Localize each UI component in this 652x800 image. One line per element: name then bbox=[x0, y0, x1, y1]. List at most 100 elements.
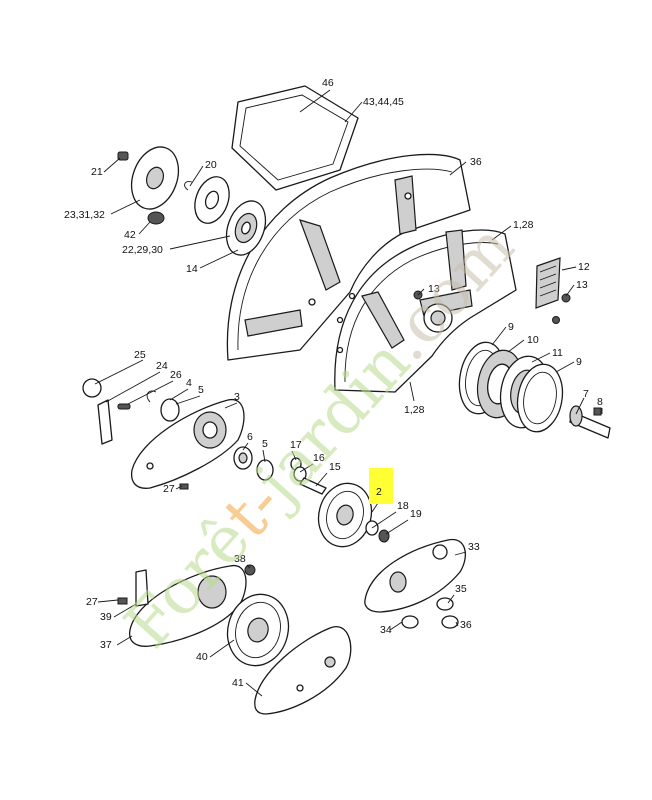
leader-line bbox=[116, 635, 133, 646]
leader-line bbox=[199, 249, 239, 269]
leader-line bbox=[344, 101, 363, 123]
leader-line bbox=[299, 89, 331, 113]
callout-38: 38 bbox=[234, 553, 246, 565]
leader-line bbox=[97, 599, 119, 603]
leader-line bbox=[417, 288, 425, 296]
leader-line bbox=[175, 395, 201, 405]
blade-guard-rear bbox=[226, 153, 471, 361]
callout-5-mid: 5 bbox=[262, 438, 268, 450]
callout-39: 39 bbox=[100, 611, 112, 623]
window-panel bbox=[231, 85, 359, 191]
leader-line bbox=[385, 519, 409, 535]
blade-guard-front bbox=[334, 229, 517, 393]
leader-line bbox=[455, 621, 459, 627]
callout-21: 21 bbox=[91, 166, 103, 178]
callout-7: 7 bbox=[583, 388, 589, 400]
leader-line bbox=[371, 511, 397, 529]
leader-line bbox=[531, 352, 551, 363]
callout-12: 12 bbox=[578, 261, 590, 273]
callout-36-bottom: 36 bbox=[460, 619, 472, 631]
leader-line bbox=[169, 388, 189, 401]
callout-6: 6 bbox=[247, 431, 253, 443]
leader-line bbox=[409, 381, 415, 402]
leader-line bbox=[389, 621, 403, 631]
leader-line bbox=[565, 284, 575, 297]
callout-27-top: 27 bbox=[163, 483, 175, 495]
callout-13-left: 13 bbox=[428, 283, 440, 295]
callout-13-right: 13 bbox=[576, 279, 588, 291]
belt-cover-right bbox=[364, 538, 466, 629]
support-arm bbox=[82, 378, 245, 490]
callout-36: 36 bbox=[470, 156, 482, 168]
leader-line bbox=[575, 397, 585, 415]
leader-line bbox=[449, 161, 467, 176]
callout-33: 33 bbox=[468, 541, 480, 553]
callout-35: 35 bbox=[455, 583, 467, 595]
shaft-assembly bbox=[233, 446, 327, 495]
callout-10: 10 bbox=[527, 334, 539, 346]
leader-line bbox=[561, 266, 577, 271]
callout-42: 42 bbox=[124, 229, 136, 241]
callout-22-29-30: 22,29,30 bbox=[122, 244, 163, 256]
leader-line bbox=[454, 551, 467, 556]
leader-line bbox=[189, 165, 204, 187]
leader-line bbox=[246, 564, 251, 569]
callout-14: 14 bbox=[186, 263, 198, 275]
pulley-part-40 bbox=[226, 593, 290, 667]
leader-line bbox=[94, 359, 144, 385]
leader-line bbox=[110, 199, 141, 215]
leader-line bbox=[299, 463, 314, 473]
leader-line bbox=[555, 361, 575, 373]
callout-41: 41 bbox=[232, 677, 244, 689]
callout-leader-lines bbox=[94, 89, 603, 697]
leader-line bbox=[491, 225, 512, 241]
leader-line bbox=[169, 235, 231, 250]
bearing-set-right bbox=[458, 341, 611, 439]
leader-line bbox=[262, 449, 266, 463]
callout-46: 46 bbox=[322, 77, 334, 89]
leader-line bbox=[113, 603, 137, 618]
leader-line bbox=[105, 371, 161, 403]
leader-line bbox=[447, 594, 455, 604]
callout-40: 40 bbox=[196, 651, 208, 663]
callout-27-bottom: 27 bbox=[86, 596, 98, 608]
leader-line bbox=[507, 339, 525, 353]
leader-line bbox=[291, 450, 297, 461]
highlighted-part-marker bbox=[369, 468, 393, 504]
belt-cover-lower bbox=[254, 626, 352, 715]
callout-9-top: 9 bbox=[508, 321, 514, 333]
leader-line bbox=[138, 221, 151, 235]
callout-1-28-top: 1,28 bbox=[513, 219, 534, 231]
leader-line bbox=[175, 485, 183, 490]
callout-26: 26 bbox=[170, 369, 182, 381]
leader-line bbox=[209, 639, 235, 658]
leader-line bbox=[491, 326, 507, 346]
callout-37: 37 bbox=[100, 639, 112, 651]
leader-line bbox=[245, 682, 263, 697]
flange-set-left bbox=[117, 146, 267, 256]
callout-16: 16 bbox=[313, 452, 325, 464]
callout-18: 18 bbox=[397, 500, 409, 512]
callout-19: 19 bbox=[410, 508, 422, 520]
leader-line bbox=[224, 402, 238, 409]
leader-line bbox=[103, 157, 121, 173]
callout-labels: 46 43,44,45 21 20 23,31,32 42 22,29,30 1… bbox=[64, 77, 603, 689]
leader-line bbox=[315, 472, 328, 487]
callout-15: 15 bbox=[329, 461, 341, 473]
callout-3: 3 bbox=[234, 391, 240, 403]
callout-11: 11 bbox=[552, 347, 563, 359]
leader-line bbox=[127, 380, 174, 405]
callout-34: 34 bbox=[380, 624, 392, 636]
callout-23-31-32: 23,31,32 bbox=[64, 209, 105, 221]
callout-1-28-bottom: 1,28 bbox=[404, 404, 425, 416]
callout-2: 2 bbox=[376, 486, 382, 498]
callout-5-top: 5 bbox=[198, 384, 204, 396]
callout-24: 24 bbox=[156, 360, 168, 372]
leader-line bbox=[242, 442, 249, 451]
callout-9-right: 9 bbox=[576, 356, 582, 368]
callout-25: 25 bbox=[134, 349, 146, 361]
callout-8: 8 bbox=[597, 396, 603, 408]
callout-4: 4 bbox=[186, 377, 192, 389]
callout-17: 17 bbox=[290, 439, 302, 451]
